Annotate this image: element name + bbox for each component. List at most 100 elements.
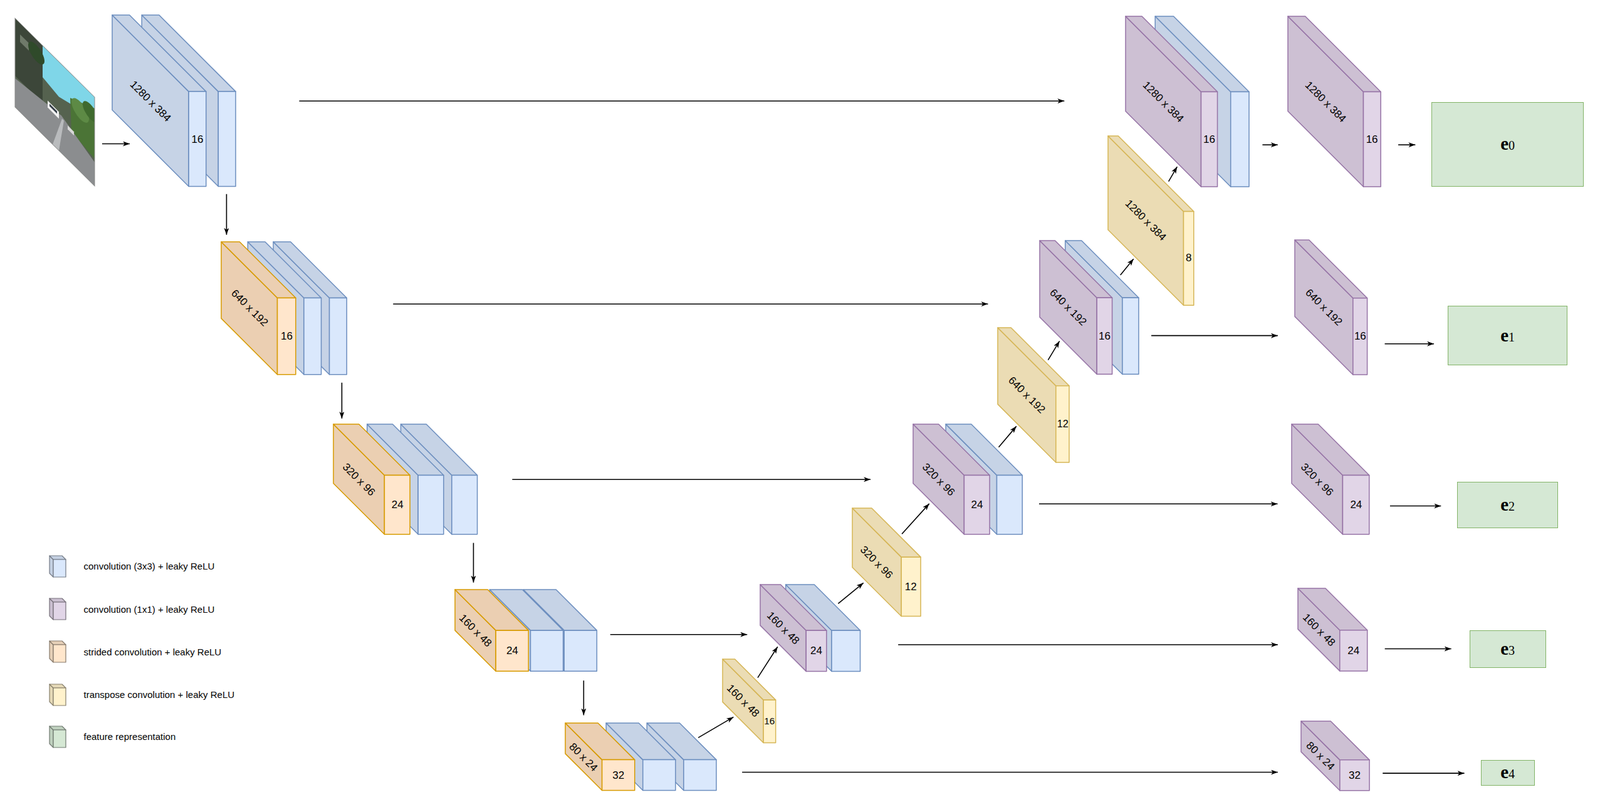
feature-label: e2	[1500, 495, 1515, 516]
block-face	[384, 475, 411, 535]
layer-block: 1280 x 38416	[112, 15, 236, 187]
layer-block: 160 x 4824	[760, 584, 861, 672]
photo-road	[15, 69, 95, 187]
arrow-connector	[226, 194, 228, 236]
block-face	[1200, 92, 1218, 187]
swatch-face	[53, 602, 66, 620]
block-face	[1108, 135, 1184, 306]
arrow-connector	[742, 772, 1278, 774]
block-face	[303, 297, 322, 375]
legend-text: convolution (1x1) + leaky ReLU	[83, 604, 215, 615]
block-face	[277, 297, 296, 375]
feature-box: e0	[1431, 102, 1584, 187]
block-face	[1339, 760, 1370, 791]
block-face	[643, 760, 676, 791]
block-face	[451, 475, 478, 535]
swatch-face	[49, 555, 66, 560]
block-shape	[1039, 240, 1139, 375]
arrow-connector	[512, 478, 871, 481]
swatch-face	[53, 559, 66, 578]
channel-label: 24	[391, 499, 404, 511]
block-face	[1363, 92, 1381, 187]
legend-row: convolution (3x3) + leaky ReLU	[48, 554, 215, 580]
block-face	[188, 92, 207, 187]
block-shape	[913, 424, 1023, 535]
photo-ground	[15, 18, 95, 187]
arrow-connector	[998, 426, 1017, 447]
channel-label: 12	[904, 581, 917, 593]
block-face	[564, 630, 597, 672]
channel-label: 16	[763, 716, 775, 726]
legend-text: transpose convolution + leaky ReLU	[83, 689, 236, 701]
arrow-connector	[1385, 343, 1435, 345]
arrow-connector	[298, 100, 1065, 102]
input-photo	[15, 18, 98, 190]
layer-block: 160 x 4816	[722, 659, 776, 744]
photo-tree	[82, 96, 95, 127]
arrow-connector	[1262, 144, 1278, 146]
block-face	[418, 475, 445, 535]
block-shape	[1125, 16, 1250, 187]
block-face	[1339, 630, 1368, 672]
block-face	[1287, 16, 1381, 92]
legend-text: strided convolution + leaky ReLU	[83, 646, 222, 658]
legend-text: feature representation	[83, 731, 177, 743]
photo-scene	[15, 18, 95, 187]
feature-box: e4	[1480, 760, 1535, 786]
channel-label: 16	[1354, 330, 1367, 342]
layer-block: 640 x 19216	[1294, 240, 1368, 375]
connector-group	[226, 100, 1465, 774]
layer-block: 640 x 19212	[997, 327, 1070, 463]
photo-frame	[15, 18, 95, 187]
arrow-connector	[1120, 258, 1134, 276]
photo-window	[20, 34, 29, 51]
layer-block: 320 x 9612	[852, 508, 921, 617]
layer-block: 320 x 9624	[333, 424, 478, 535]
feature-label: e1	[1500, 325, 1515, 346]
block-face	[683, 760, 717, 791]
channel-label: 24	[1347, 645, 1360, 657]
arrow-connector	[1151, 335, 1278, 337]
block-shape	[1287, 16, 1381, 187]
channel-label: 24	[1349, 499, 1362, 511]
legend-row: transpose convolution + leaky ReLU	[48, 682, 236, 708]
arrow-connector	[1382, 772, 1465, 774]
block-face	[1096, 297, 1112, 375]
arrow-connector	[1047, 340, 1060, 360]
photo-car	[47, 100, 59, 120]
layer-block: 80 x 2432	[565, 723, 717, 791]
arrow-connector	[698, 716, 734, 738]
channel-label: 16	[191, 134, 204, 145]
legend-row: convolution (1x1) + leaky ReLU	[48, 596, 215, 622]
feature-label: e0	[1500, 134, 1515, 155]
layer-block: 160 x 4824	[454, 589, 597, 672]
swatch-face	[53, 688, 66, 706]
legend-swatch	[48, 597, 68, 622]
channel-label: 16	[1203, 134, 1216, 145]
arrow-connector	[392, 303, 988, 305]
legend-swatch	[48, 554, 68, 579]
channel-label: 16	[1366, 134, 1379, 145]
arrow-connector	[1039, 503, 1278, 506]
arrow-connector	[1168, 166, 1178, 182]
block-shape	[112, 15, 236, 187]
arrow-connector	[341, 382, 343, 419]
block-shape	[1297, 588, 1368, 672]
arrow-connector	[473, 543, 475, 583]
block-face	[763, 700, 776, 743]
block-face	[495, 630, 529, 672]
arrow-connector	[901, 503, 930, 534]
feature-label: e4	[1500, 762, 1515, 783]
block-shape	[221, 241, 347, 375]
block-face	[1294, 240, 1368, 299]
layer-block: 640 x 19216	[221, 241, 347, 375]
arrow-connector	[837, 582, 863, 604]
channel-label: 16	[280, 330, 293, 342]
block-face	[997, 475, 1023, 535]
channel-label: 32	[1348, 770, 1361, 781]
arrow-connector	[898, 644, 1278, 646]
channel-label: 24	[810, 645, 823, 657]
block-face	[221, 241, 296, 299]
block-shape	[1291, 424, 1370, 535]
legend-swatch	[48, 639, 68, 664]
